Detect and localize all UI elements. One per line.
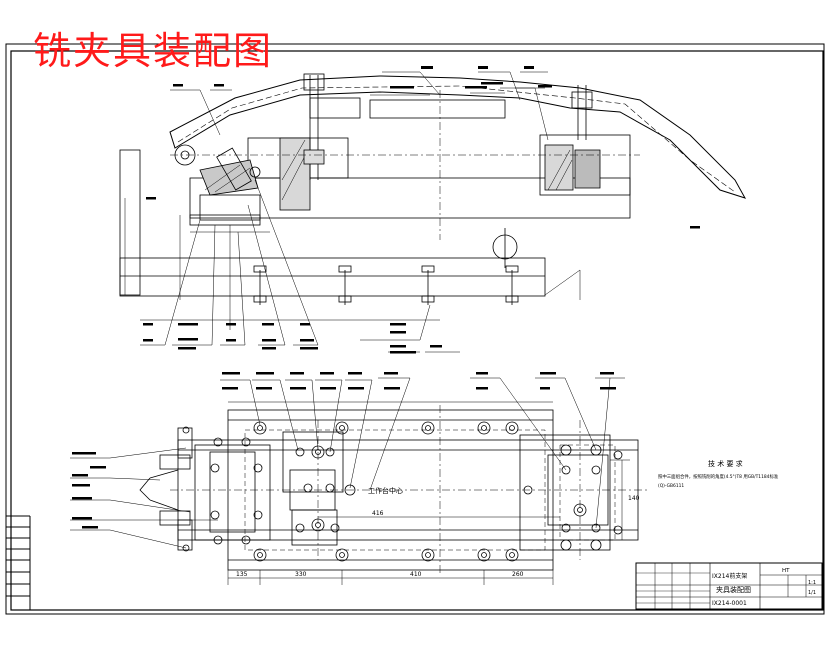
title-block	[635, 562, 823, 610]
title-block-material: HT	[782, 568, 790, 574]
front-view	[119, 73, 747, 330]
title-block-drawing-no: IX214-0001	[712, 600, 747, 607]
top-annotation-marks	[72, 372, 616, 529]
dim-bottom-2: 330	[295, 571, 307, 578]
tech-req-title: 技 术 要 求	[708, 459, 743, 468]
technical-requirements: 技 术 要 求 照中三面组合件，按照铣削的角度(4.5°)T8 用GB/T118…	[658, 459, 779, 489]
dim-right-height: 140	[628, 495, 640, 502]
front-leaders	[140, 71, 549, 353]
title-block-sheet: 1/1	[808, 590, 816, 596]
annotation-marks	[143, 66, 700, 354]
dim-bottom-4: 260	[512, 571, 524, 578]
title-block-scale: 1:1	[808, 580, 816, 586]
top-view	[139, 401, 650, 585]
dim-top-span: 416	[372, 510, 384, 517]
drawing-title: 铣夹具装配图	[33, 29, 274, 73]
top-leaders	[70, 377, 625, 549]
tech-req-line-1: 照中三面组合件，按照铣削的角度(4.5°)T8 用GB/T1184标准	[658, 473, 779, 480]
sheet-frame	[5, 43, 825, 615]
title-block-drawing-name: 夹具装配图	[716, 585, 751, 594]
title-block-part-name: IX214前支架	[712, 572, 747, 580]
tech-req-line-2: (Q)-GB6111	[658, 483, 684, 489]
dim-bottom-3: 410	[410, 571, 422, 578]
work-center-label: 工作台中心	[368, 486, 403, 495]
dim-bottom-1: 135	[236, 571, 248, 578]
